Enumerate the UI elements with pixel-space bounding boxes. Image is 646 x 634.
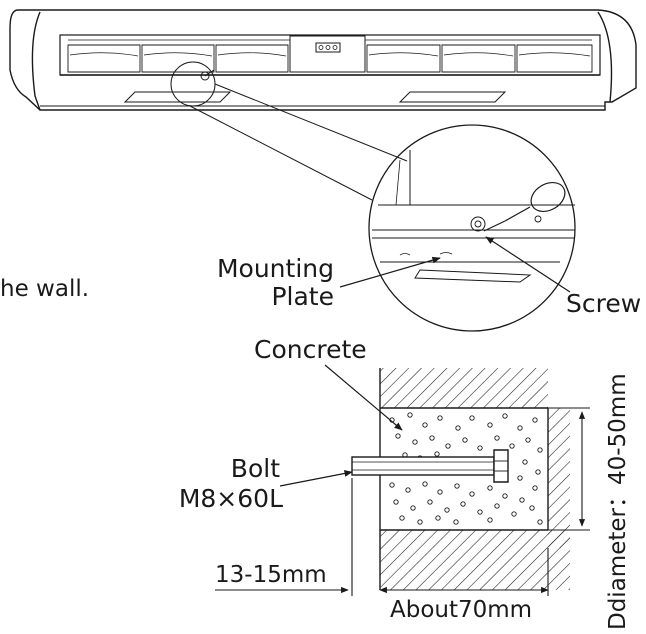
anchor-bolt (351, 449, 509, 483)
leader-lines (279, 236, 571, 487)
dimension-lines (215, 407, 590, 596)
bolt-label-line2: M8×60L (179, 484, 283, 513)
dim-length-label: About70mm (390, 597, 532, 623)
bolt-label-line1: Bolt (231, 454, 280, 483)
wall-text: he wall. (0, 276, 89, 302)
concrete-section (379, 368, 570, 590)
dim-diameter-label: Ddiameter：40-50mm (605, 373, 631, 630)
callout-magnifier (170, 61, 408, 201)
air-curtain-unit (9, 9, 637, 111)
detail-circle (368, 124, 576, 332)
concrete-label: Concrete (254, 335, 367, 364)
mounting-plate-label-line2: Plate (271, 282, 334, 311)
dim-depth-label: 13-15mm (215, 562, 327, 588)
screw-label: Screw (566, 289, 641, 318)
mounting-plate-label-line1: Mounting (217, 254, 334, 283)
